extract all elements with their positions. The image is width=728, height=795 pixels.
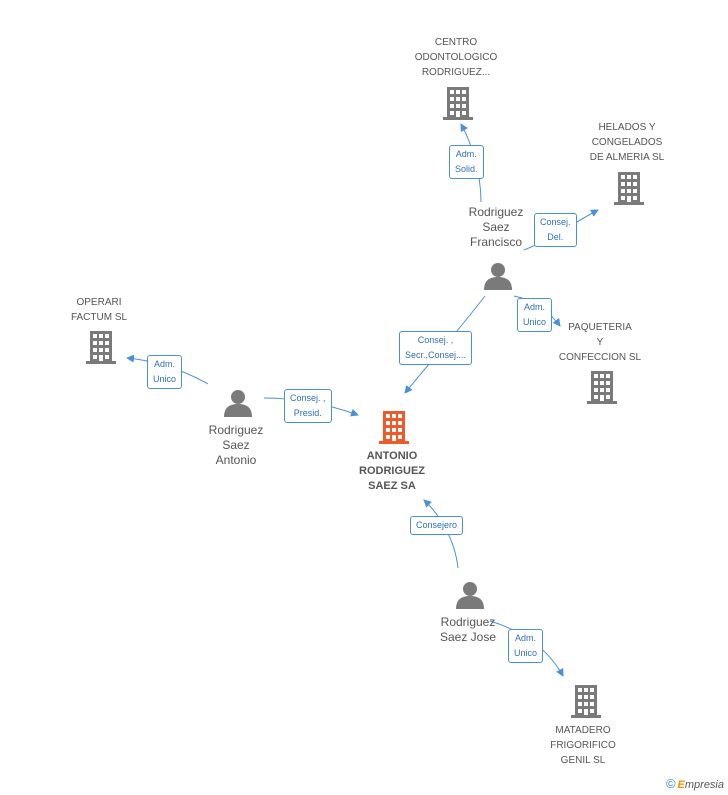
operari-label[interactable]: OPERARI FACTUM SL: [70, 297, 128, 323]
brand-rest: mpresia: [684, 779, 724, 791]
paqueteria-building-icon[interactable]: [587, 371, 617, 404]
francisco-label[interactable]: Rodriguez Saez Francisco: [468, 205, 524, 249]
helados-building-icon[interactable]: [614, 172, 644, 205]
edge-label-francisco-main[interactable]: Consej. , Secr.,Consej....: [399, 331, 473, 365]
edge-label-antonio-operari[interactable]: Adm. Unico: [147, 355, 183, 389]
edge-label-francisco-helados[interactable]: Consej. Del.: [534, 213, 577, 247]
main-company-building-icon[interactable]: [379, 411, 409, 444]
paqueteria-label[interactable]: PAQUETERIA Y CONFECCION SL: [558, 322, 642, 363]
jose-person-icon[interactable]: [456, 582, 484, 609]
edge-label-antonio-main[interactable]: Consej. , Presid.: [284, 389, 332, 423]
operari-building-icon[interactable]: [86, 331, 116, 364]
matadero-building-icon[interactable]: [571, 685, 601, 718]
centro-building-icon[interactable]: [443, 87, 473, 120]
edge-label-jose-matadero[interactable]: Adm. Unico: [508, 629, 544, 663]
main-company-label[interactable]: ANTONIO RODRIGUEZ SAEZ SA: [359, 450, 425, 492]
francisco-person-icon[interactable]: [484, 263, 512, 290]
empresia-logo: ©Empresia: [666, 776, 724, 791]
centro-label[interactable]: CENTRO ODONTOLOGICO RODRIGUEZ...: [414, 37, 498, 78]
edge-label-francisco-paqueteria[interactable]: Adm. Unico: [517, 298, 553, 332]
jose-label[interactable]: Rodriguez Saez Jose: [439, 615, 497, 644]
helados-label[interactable]: HELADOS Y CONGELADOS DE ALMERIA SL: [589, 122, 665, 163]
edge-label-jose-main[interactable]: Consejero: [410, 516, 464, 535]
antonio-person-icon[interactable]: [224, 390, 252, 417]
edge-label-francisco-centro[interactable]: Adm. Solid.: [449, 145, 484, 179]
matadero-label[interactable]: MATADERO FRIGORIFICO GENIL SL: [550, 725, 616, 766]
copyright-symbol: ©: [665, 776, 676, 791]
brand-e: E: [677, 779, 685, 791]
antonio-label[interactable]: Rodriguez Saez Antonio: [208, 423, 264, 467]
